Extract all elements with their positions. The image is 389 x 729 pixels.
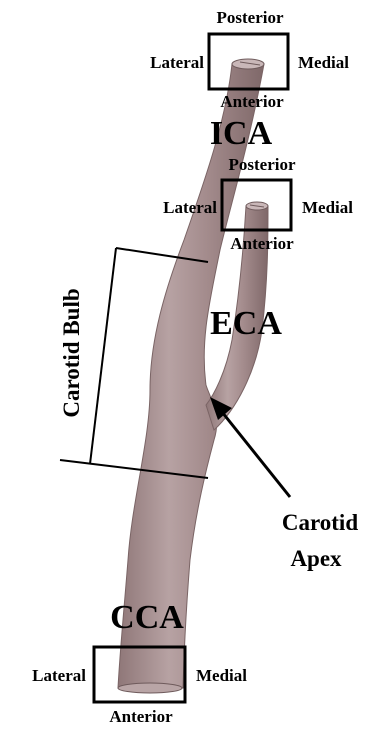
cca-lateral-label: Lateral — [32, 666, 86, 685]
ica-posterior-label: Posterior — [216, 8, 283, 27]
eca-anterior-label: Anterior — [230, 234, 294, 253]
eca-medial-label: Medial — [302, 198, 353, 217]
carotid-bulb-label: Carotid Bulb — [59, 288, 84, 417]
ica-lateral-label: Lateral — [150, 53, 204, 72]
apex-arrow-line — [222, 412, 290, 497]
cca-anterior-label: Anterior — [109, 707, 173, 726]
carotid-apex-label-line2: Apex — [290, 546, 342, 571]
eca-label: ECA — [210, 305, 282, 342]
bulb-vertical-line — [90, 248, 116, 464]
ica-opening — [232, 59, 264, 69]
ica-label: ICA — [210, 115, 273, 152]
ica-anterior-label: Anterior — [220, 92, 284, 111]
eca-posterior-label: Posterior — [228, 155, 295, 174]
carotid-apex-label-line1: Carotid — [282, 510, 358, 535]
eca-lateral-label: Lateral — [163, 198, 217, 217]
cca-opening — [118, 683, 182, 693]
cca-label: CCA — [110, 599, 184, 636]
ica-medial-label: Medial — [298, 53, 349, 72]
cca-medial-label: Medial — [196, 666, 247, 685]
